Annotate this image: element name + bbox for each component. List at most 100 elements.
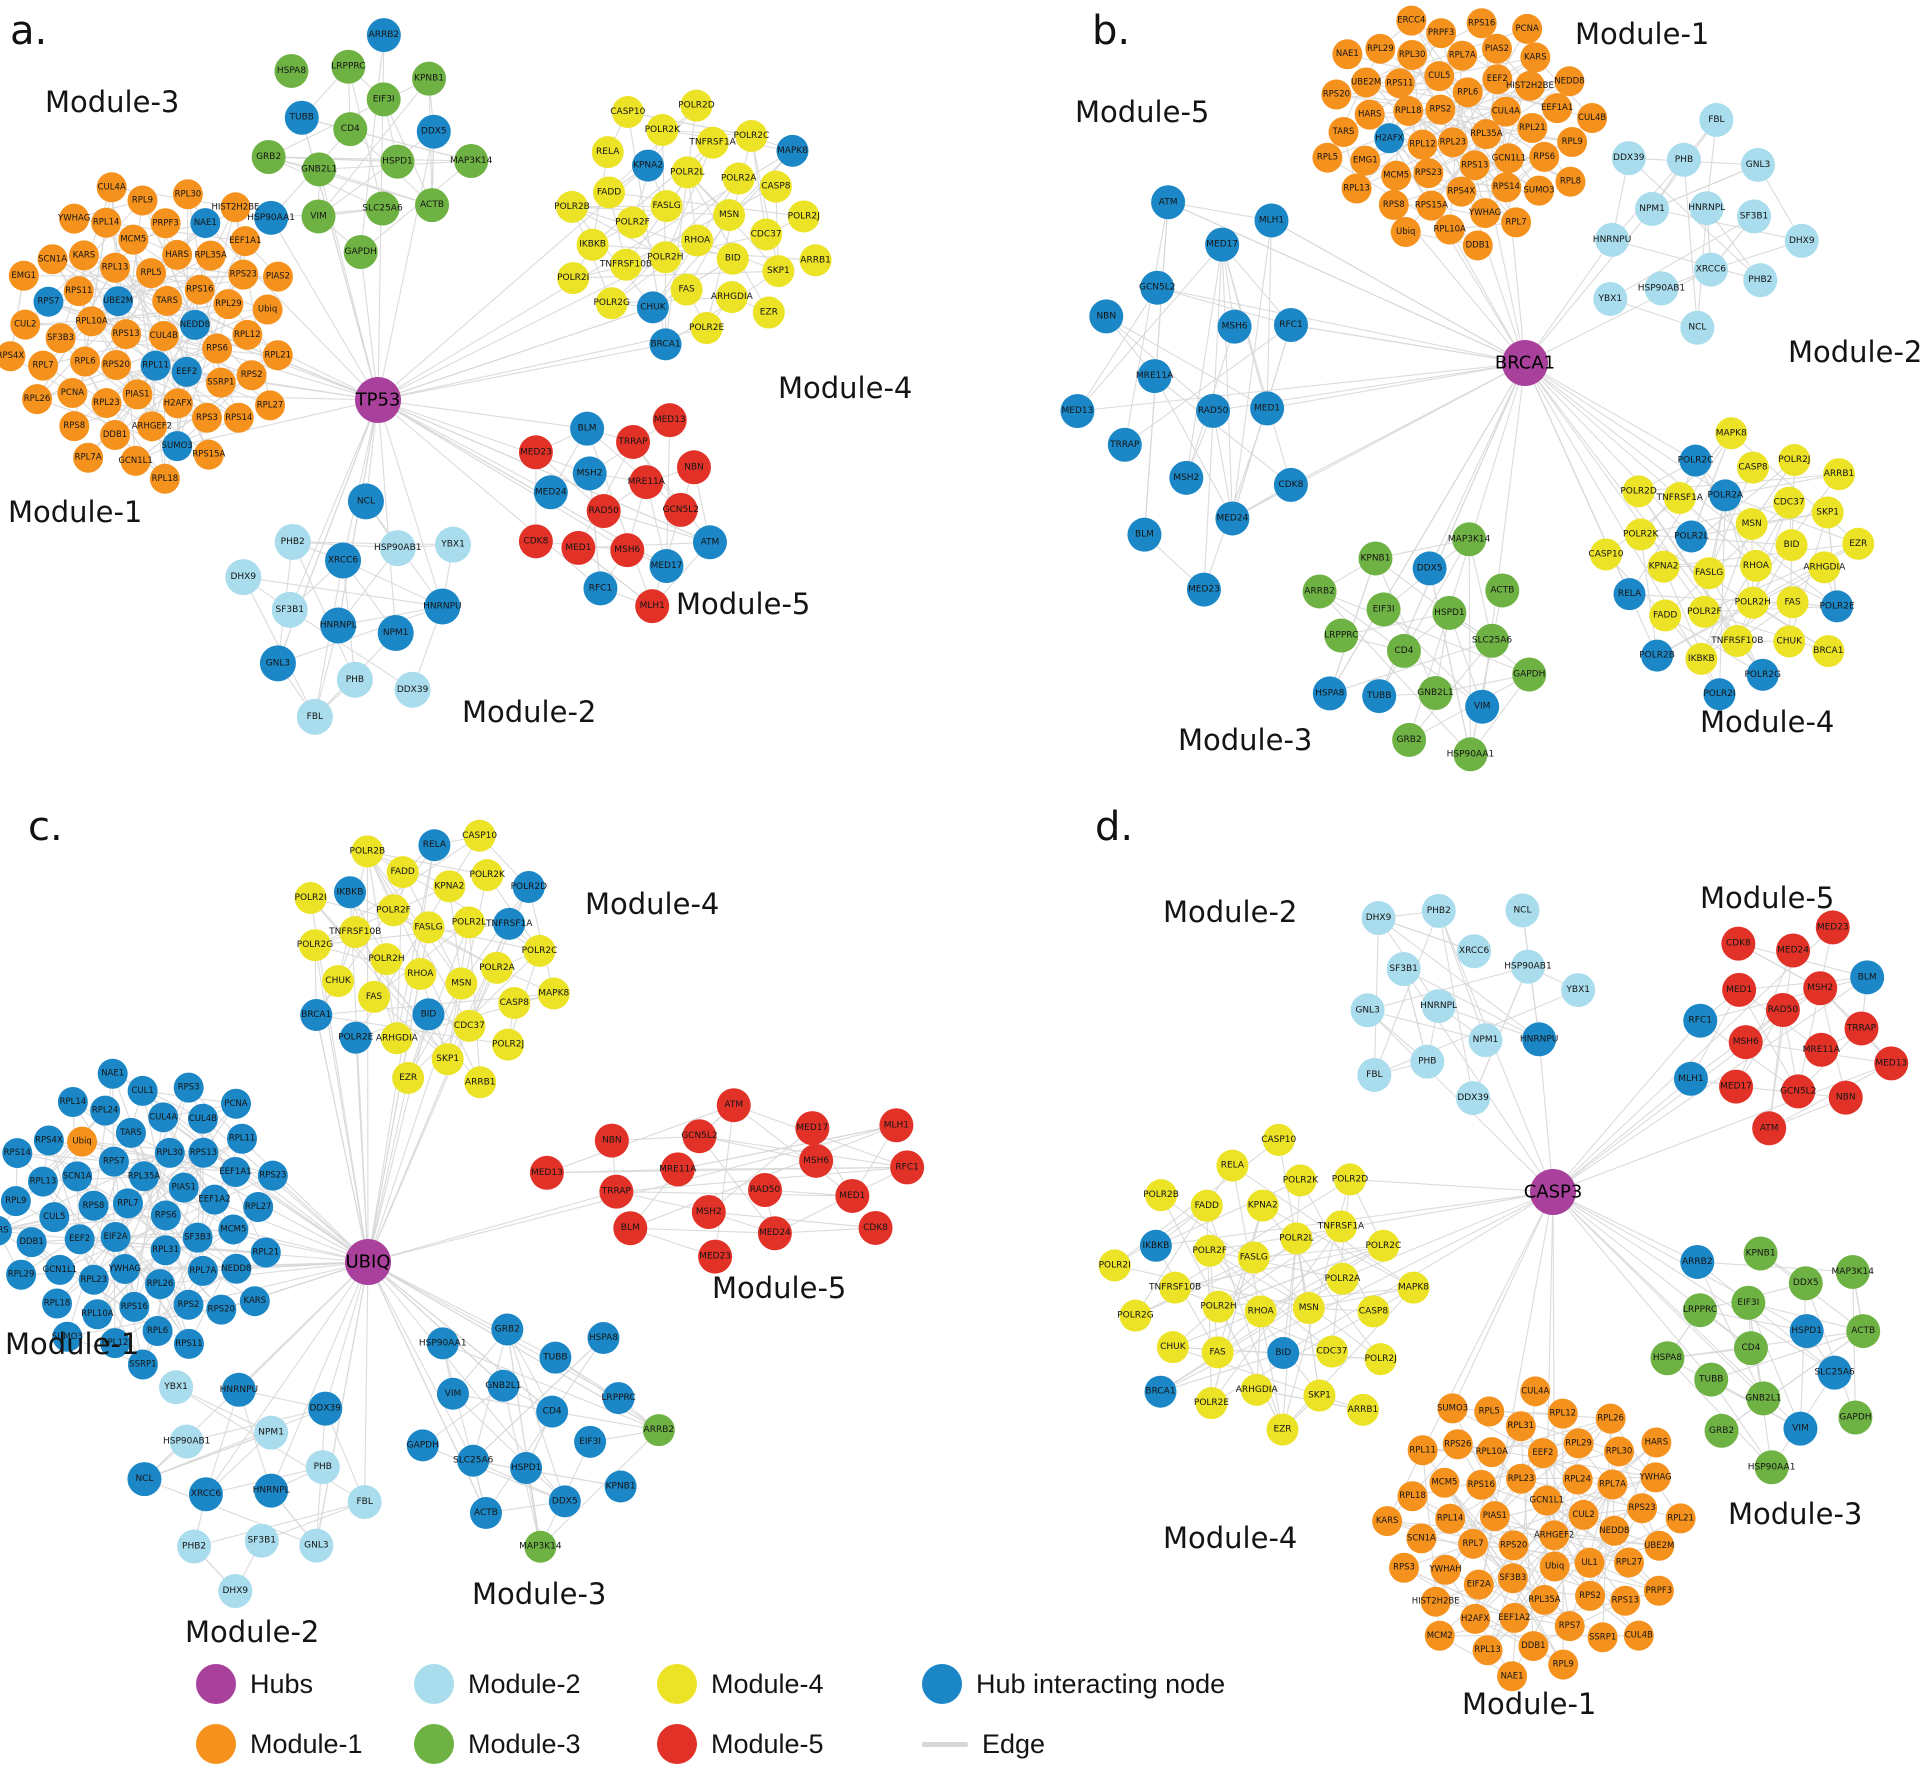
node-GCN5L2[interactable]	[682, 1119, 717, 1154]
node-RELA[interactable]	[418, 829, 451, 862]
node-RPS7[interactable]	[33, 286, 64, 317]
node-MLH1[interactable]	[1673, 1061, 1708, 1096]
node-RELA[interactable]	[591, 136, 624, 169]
node-RFC1[interactable]	[583, 571, 618, 606]
node-PHB2[interactable]	[177, 1529, 212, 1564]
node-VIM[interactable]	[1465, 689, 1500, 724]
node-Ubiq[interactable]	[67, 1126, 98, 1157]
node-CDK8[interactable]	[858, 1210, 893, 1245]
hub-node-TP53[interactable]	[355, 377, 401, 423]
node-MSH2[interactable]	[1169, 460, 1204, 495]
node-NEDD8[interactable]	[1554, 66, 1585, 97]
node-PRPF3[interactable]	[1426, 18, 1457, 49]
node-GCN5L2[interactable]	[1781, 1074, 1816, 1109]
node-POLR2E[interactable]	[339, 1021, 372, 1054]
node-RPL26[interactable]	[22, 384, 53, 415]
node-ACTB[interactable]	[1846, 1314, 1881, 1349]
node-IKBKB[interactable]	[576, 228, 609, 261]
node-FAS[interactable]	[1201, 1336, 1234, 1369]
node-SUMO3[interactable]	[1523, 175, 1554, 206]
node-MED24[interactable]	[533, 475, 568, 510]
node-RPL29[interactable]	[6, 1259, 37, 1290]
node-HSP90AA1[interactable]	[426, 1327, 459, 1360]
node-POLR2B[interactable]	[556, 190, 589, 223]
node-SSRP1[interactable]	[1587, 1622, 1618, 1653]
node-SF3B1[interactable]	[271, 591, 308, 628]
node-ACTB[interactable]	[415, 188, 450, 223]
node-POLR2H[interactable]	[1736, 586, 1769, 619]
node-POLR2I[interactable]	[557, 262, 590, 295]
node-MED1[interactable]	[1722, 972, 1757, 1007]
node-CDK8[interactable]	[1273, 467, 1308, 502]
node-TRRAP[interactable]	[616, 424, 651, 459]
node-MED23[interactable]	[1815, 910, 1850, 945]
node-POLR2E[interactable]	[1821, 590, 1854, 623]
node-MED1[interactable]	[1250, 391, 1285, 426]
node-GCN1L1[interactable]	[44, 1254, 75, 1285]
node-POLR2I[interactable]	[1098, 1249, 1131, 1282]
node-NEDD8[interactable]	[221, 1253, 252, 1284]
node-ARHGEF2[interactable]	[136, 411, 167, 442]
node-RPS15A[interactable]	[193, 439, 224, 470]
node-LRPPRC[interactable]	[602, 1382, 635, 1415]
node-ATM[interactable]	[1151, 185, 1186, 220]
node-BID[interactable]	[412, 998, 445, 1031]
node-SKP1[interactable]	[431, 1043, 464, 1076]
node-RPL6[interactable]	[70, 346, 101, 377]
node-BRCA1[interactable]	[1812, 635, 1845, 668]
node-RPL29[interactable]	[1563, 1428, 1594, 1459]
node-BLM[interactable]	[1127, 517, 1162, 552]
node-RPL7[interactable]	[28, 350, 59, 381]
node-TUBB[interactable]	[1694, 1362, 1729, 1397]
node-MSN[interactable]	[1735, 507, 1768, 540]
node-RPS6[interactable]	[150, 1200, 181, 1231]
node-RPL13[interactable]	[1472, 1635, 1503, 1666]
node-POLR2J[interactable]	[787, 200, 820, 233]
node-MAPK8[interactable]	[776, 134, 809, 167]
node-HSP90AB1[interactable]	[379, 530, 416, 567]
node-SLC25A6[interactable]	[457, 1444, 490, 1477]
node-TRRAP[interactable]	[599, 1174, 634, 1209]
node-YBX1[interactable]	[1561, 973, 1596, 1008]
node-RPS8[interactable]	[1378, 189, 1409, 220]
node-EIF2A[interactable]	[1463, 1569, 1494, 1600]
node-IKBKB[interactable]	[1685, 642, 1718, 675]
node-EMG1[interactable]	[1350, 145, 1381, 176]
node-CHUK[interactable]	[322, 965, 355, 998]
node-RPL26[interactable]	[1595, 1403, 1626, 1434]
node-HSPD1[interactable]	[1789, 1314, 1824, 1349]
node-EIF3I[interactable]	[1731, 1285, 1766, 1320]
node-TNFRSF1A[interactable]	[696, 126, 729, 159]
node-EEF1A1[interactable]	[1542, 93, 1573, 124]
node-NCL[interactable]	[127, 1462, 162, 1497]
node-GNB2L1[interactable]	[487, 1369, 520, 1402]
node-YWHAG[interactable]	[1470, 198, 1501, 229]
node-RPS13[interactable]	[188, 1137, 219, 1168]
node-TUBB[interactable]	[1362, 679, 1397, 714]
node-PIAS1[interactable]	[122, 379, 153, 410]
node-GNL3[interactable]	[259, 645, 296, 682]
node-ARRB2[interactable]	[366, 18, 401, 53]
node-EZR[interactable]	[752, 296, 785, 329]
node-POLR2L[interactable]	[452, 906, 485, 939]
node-POLR2C[interactable]	[1679, 444, 1712, 477]
node-KARS[interactable]	[1372, 1506, 1403, 1537]
node-EEF1A1[interactable]	[220, 1156, 251, 1187]
node-RPS23[interactable]	[228, 259, 259, 290]
node-RPL5[interactable]	[1312, 142, 1343, 173]
node-NAE1[interactable]	[190, 208, 221, 239]
node-MAP3K14[interactable]	[1452, 522, 1487, 557]
node-SSRP1[interactable]	[205, 367, 236, 398]
node-BRCA1[interactable]	[300, 999, 333, 1032]
node-ARHGDIA[interactable]	[715, 281, 748, 314]
node-RPS4X[interactable]	[33, 1125, 64, 1156]
node-SF3B3[interactable]	[1497, 1563, 1528, 1594]
node-GNL3[interactable]	[299, 1528, 334, 1563]
node-CASP8[interactable]	[759, 170, 792, 203]
node-CDC37[interactable]	[750, 218, 783, 251]
node-TARS[interactable]	[115, 1117, 146, 1148]
node-RPL11[interactable]	[226, 1123, 257, 1154]
node-GCN1L1[interactable]	[1531, 1485, 1562, 1516]
node-RPS23[interactable]	[1627, 1493, 1658, 1524]
node-NCL[interactable]	[1680, 310, 1715, 345]
